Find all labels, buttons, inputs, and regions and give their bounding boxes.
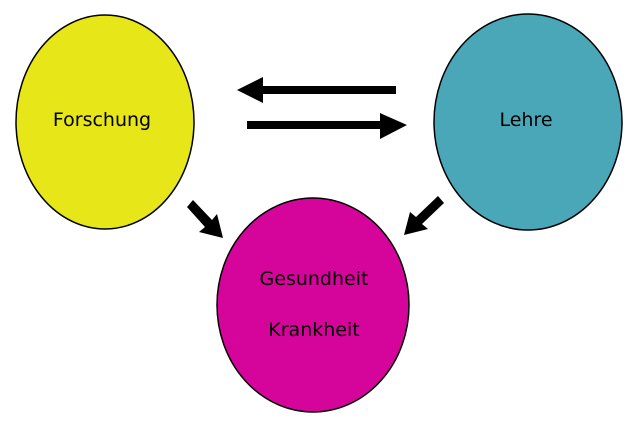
- gesundheit-label: Gesundheit: [260, 268, 369, 290]
- arrow-forschung-to-lehre: [247, 113, 407, 139]
- arrow-lehre-to-gesundheit: [404, 196, 444, 235]
- krankheit-label: Krankheit: [268, 319, 359, 341]
- forschung-label: Forschung: [53, 109, 151, 131]
- forschung-node: [15, 14, 195, 230]
- arrow-forschung-to-gesundheit: [187, 200, 223, 238]
- lehre-label: Lehre: [499, 109, 552, 131]
- lehre-node: [433, 13, 623, 231]
- arrow-lehre-to-forschung: [237, 77, 396, 103]
- gesundheit-node: [216, 197, 410, 413]
